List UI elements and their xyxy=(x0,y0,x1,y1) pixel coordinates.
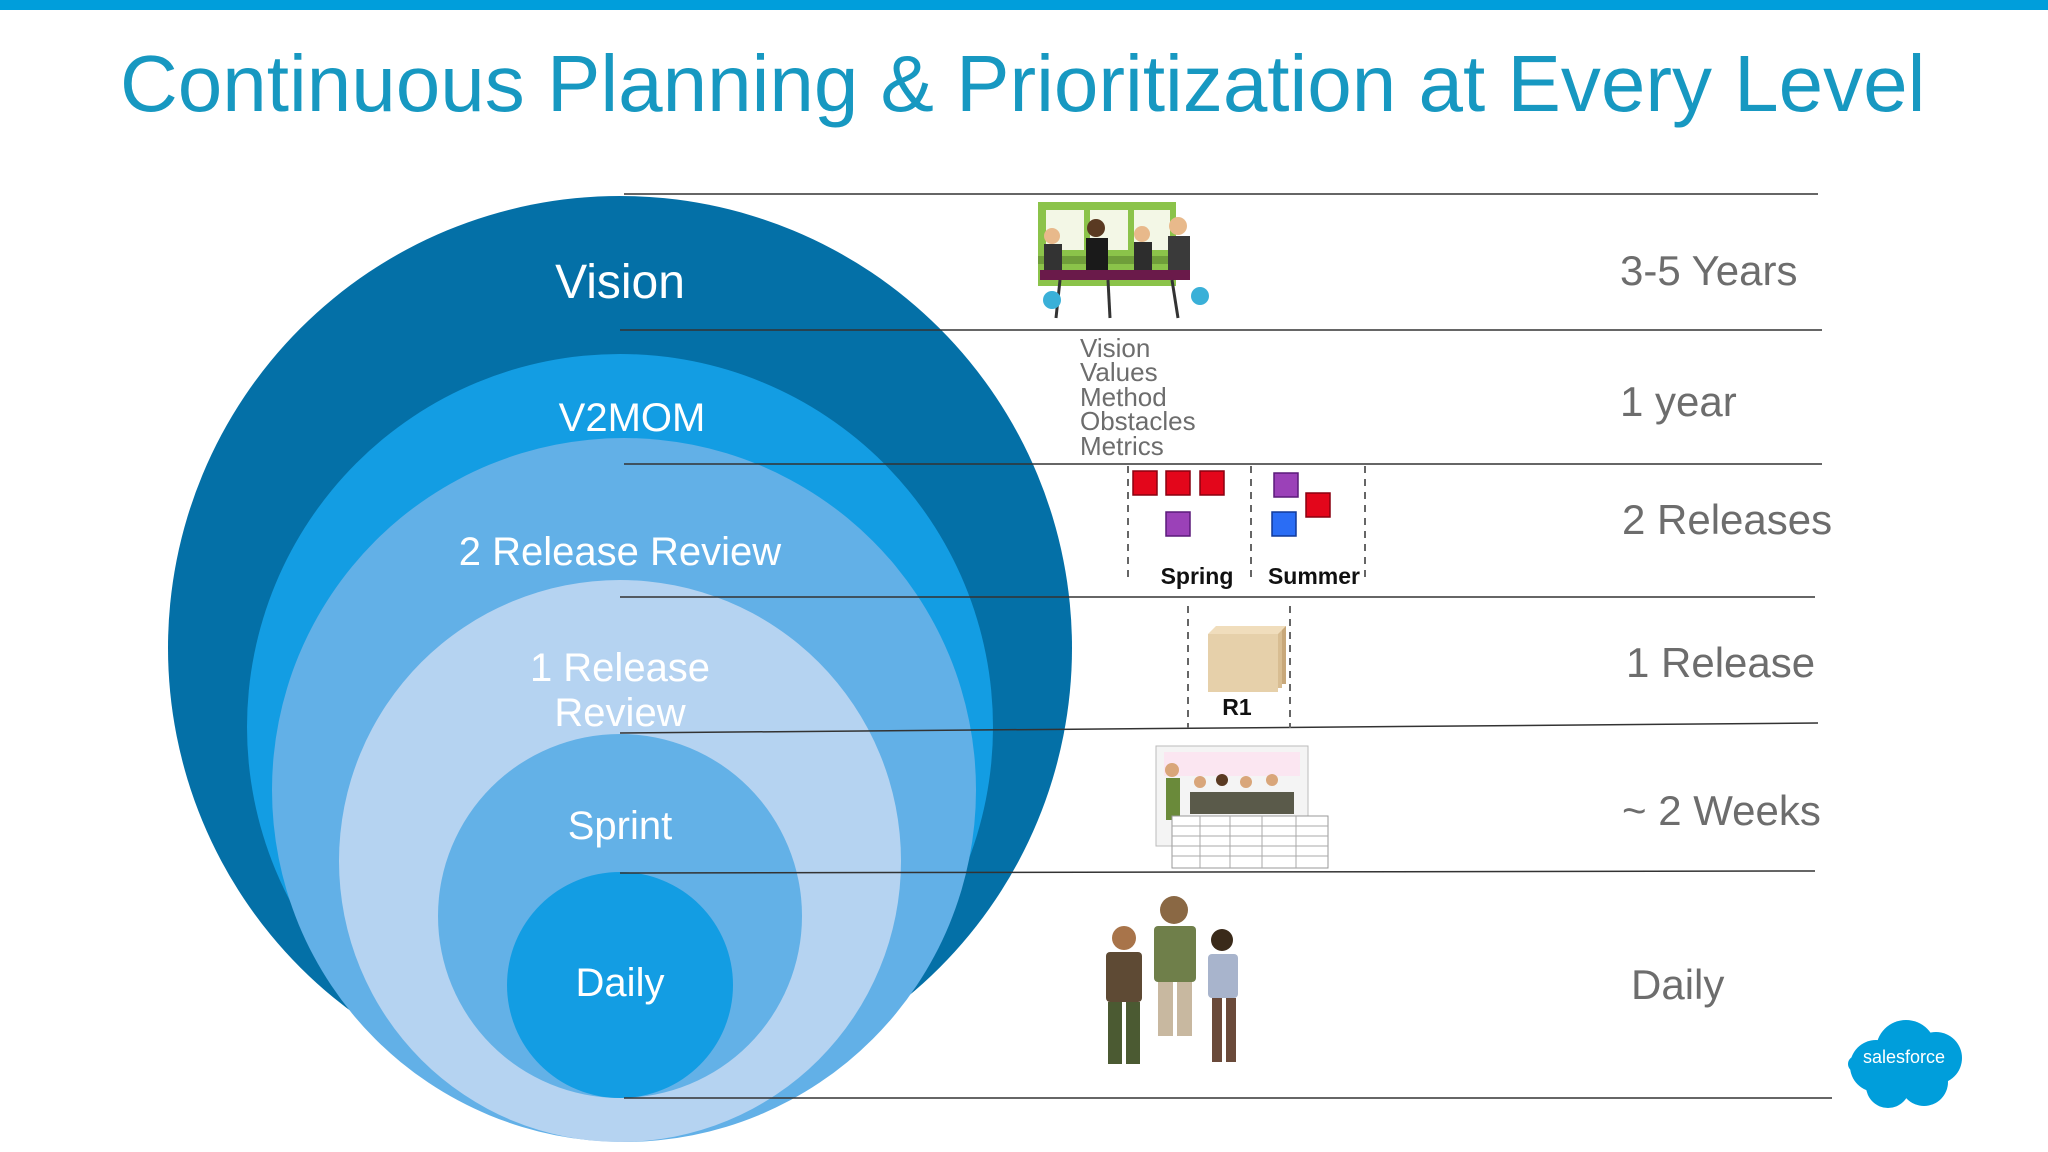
ring-labels: Vision V2MOM 2 Release Review 1 Release … xyxy=(459,256,781,1005)
caption-summer: Summer xyxy=(1268,563,1360,589)
duration-sprint: ~ 2 Weeks xyxy=(1622,787,1821,834)
top-accent-bar xyxy=(0,0,2048,10)
label-vision: Vision xyxy=(555,256,685,309)
salesforce-cloud-logo: salesforce xyxy=(1848,1020,1962,1108)
v2mom-term: Method xyxy=(1080,382,1167,412)
logo-text: salesforce xyxy=(1863,1047,1945,1067)
label-one-release-review-line2: Review xyxy=(554,691,685,735)
label-two-release-review: 2 Release Review xyxy=(459,530,781,574)
label-sprint: Sprint xyxy=(568,804,673,848)
label-one-release-review-line1: 1 Release xyxy=(530,646,710,690)
duration-v2mom: 1 year xyxy=(1620,378,1737,425)
label-v2mom: V2MOM xyxy=(559,396,706,440)
sprint-planning-clipart-icon xyxy=(1155,745,1329,869)
v2mom-term: Obstacles xyxy=(1080,406,1196,436)
feature-squares-icon: Spring Summer xyxy=(1127,466,1366,589)
caption-spring: Spring xyxy=(1161,563,1234,589)
nested-circles xyxy=(168,196,1072,1142)
ring-daily xyxy=(507,872,733,1098)
v2mom-term: Values xyxy=(1080,357,1158,387)
duration-one-release-review: 1 Release xyxy=(1626,639,1815,686)
duration-labels: 3-5 Years 1 year 2 Releases 1 Release ~ … xyxy=(1620,247,1832,1008)
label-daily: Daily xyxy=(576,961,665,1005)
release-box-icon: R1 xyxy=(1187,606,1291,728)
v2mom-term: Metrics xyxy=(1080,431,1164,461)
divider-line xyxy=(619,722,1819,734)
duration-two-release-review: 2 Releases xyxy=(1622,496,1832,543)
level-dividers xyxy=(619,193,1832,1099)
v2mom-term: Vision xyxy=(1080,333,1150,363)
duration-daily: Daily xyxy=(1631,961,1724,1008)
meeting-clipart-icon xyxy=(1038,202,1209,319)
people-clipart-icon xyxy=(1106,896,1238,1064)
v2mom-terms: Vision Values Method Obstacles Metrics xyxy=(1080,333,1196,461)
divider-line xyxy=(619,870,1816,874)
slide-title: Continuous Planning & Prioritization at … xyxy=(120,39,1926,128)
duration-vision: 3-5 Years xyxy=(1620,247,1797,294)
caption-r1: R1 xyxy=(1222,694,1252,720)
